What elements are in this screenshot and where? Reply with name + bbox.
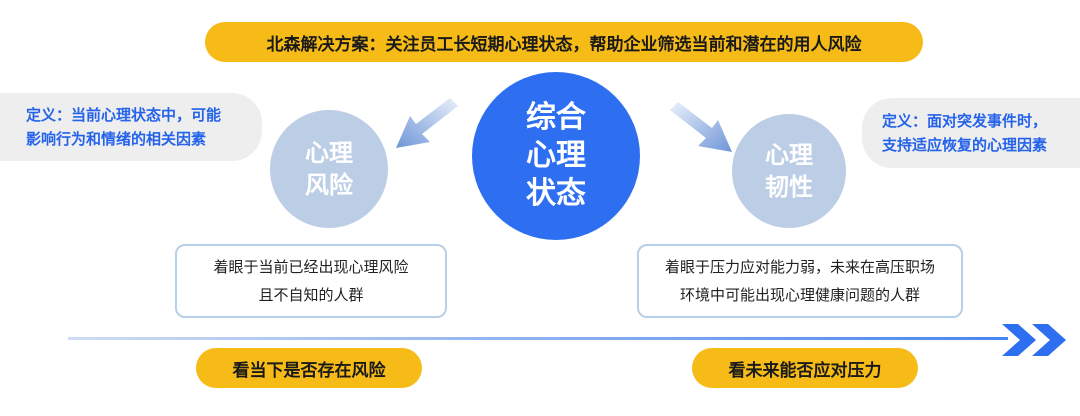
circle-risk-line-2: 风险 (305, 171, 353, 199)
description-risk-line-2: 且不自知的人群 (258, 286, 364, 304)
center-line-3: 状态 (526, 176, 586, 211)
definition-resilience: 定义：面对突发事件时， 支持适应恢复的心理因素 (862, 98, 1080, 168)
pill-future-pressure: 看未来能否应对压力 (692, 348, 918, 388)
description-resilience: 着眼于压力应对能力弱，未来在高压职场 环境中可能出现心理健康问题的人群 (637, 244, 963, 318)
circle-psych-risk: 心理 风险 (270, 110, 388, 228)
arrow-left-icon (396, 98, 458, 148)
description-resilience-line-2: 环境中可能出现心理健康问题的人群 (679, 286, 920, 304)
chevron-double-right-icon (1002, 324, 1066, 356)
description-resilience-line-1: 着眼于压力应对能力弱，未来在高压职场 (664, 258, 935, 276)
center-line-1: 综合 (526, 100, 586, 135)
timeline-line (68, 337, 1008, 340)
circle-psych-resilience: 心理 韧性 (732, 114, 846, 228)
description-risk-line-1: 着眼于当前已经出现心理风险 (213, 258, 409, 276)
center-line-2: 心理 (526, 138, 586, 173)
definition-risk-line-1: 定义：当前心理状态中，可能 (26, 106, 222, 124)
circle-risk-line-1: 心理 (305, 139, 353, 167)
circle-resilience-line-1: 心理 (765, 141, 813, 169)
arrow-right-icon (670, 102, 732, 152)
definition-resilience-line-1: 定义：面对突发事件时， (882, 112, 1048, 130)
description-risk: 着眼于当前已经出现心理风险 且不自知的人群 (175, 244, 447, 318)
circle-resilience-line-2: 韧性 (765, 173, 813, 201)
center-circle-overall-state: 综合 心理 状态 (472, 72, 640, 240)
definition-risk-line-2: 影响行为和情绪的相关因素 (26, 130, 207, 148)
top-banner: 北森解决方案：关注员工长短期心理状态，帮助企业筛选当前和潜在的用人风险 (205, 22, 923, 62)
definition-risk: 定义：当前心理状态中，可能 影响行为和情绪的相关因素 (0, 93, 262, 161)
definition-resilience-line-2: 支持适应恢复的心理因素 (882, 136, 1048, 154)
pill-current-risk: 看当下是否存在风险 (196, 348, 422, 388)
